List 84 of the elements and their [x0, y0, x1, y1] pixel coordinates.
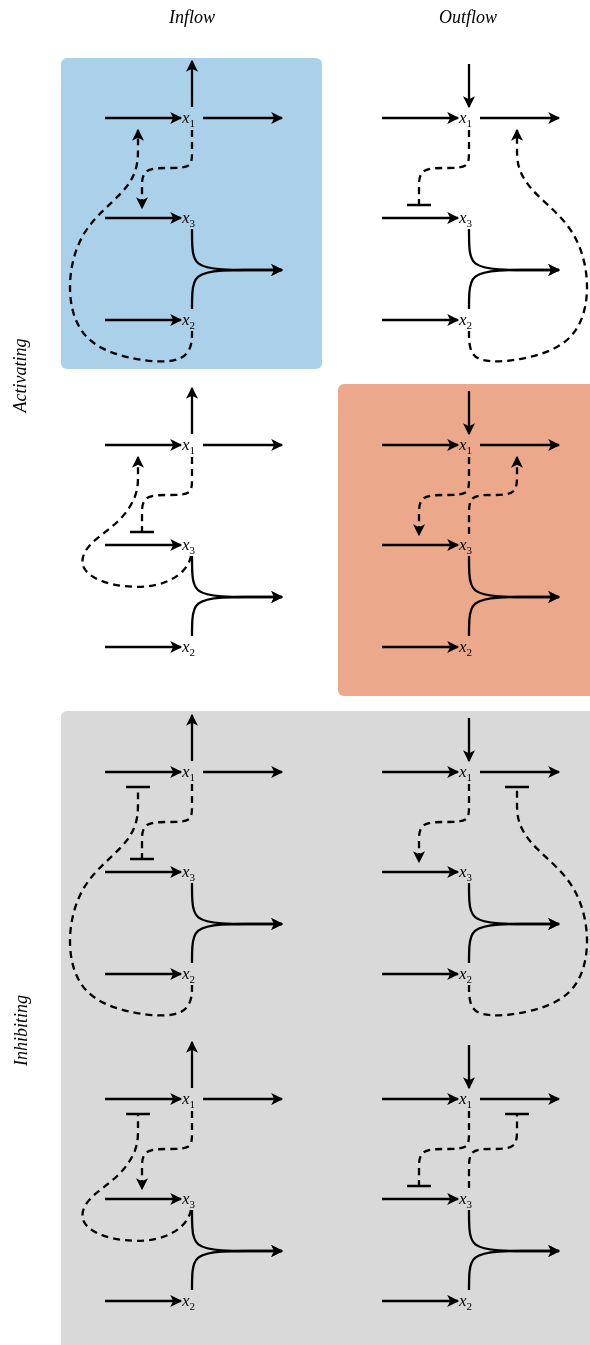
column-heading: Outflow: [439, 6, 497, 28]
flow-arrow: [190, 1245, 284, 1290]
flow-arrow: [190, 591, 284, 636]
flow-arrow: [203, 766, 284, 778]
flow-arrow: [190, 264, 284, 309]
variable-label: x$_{2}$: [182, 963, 206, 985]
flow-arrow: [382, 866, 460, 878]
flow-arrow: [480, 1093, 561, 1105]
flow-arrow: [467, 264, 561, 309]
flow-arrow: [105, 212, 183, 224]
flow-arrow: [203, 112, 284, 124]
variable-label: x$_{2}$: [182, 309, 206, 331]
flow-arrow: [382, 314, 460, 326]
variable-label: x$_{2}$: [459, 309, 483, 331]
flow-arrow: [105, 539, 183, 551]
flow-arrow: [186, 1040, 198, 1088]
row-heading: Activating: [10, 338, 32, 412]
variable-label: x$_{2}$: [182, 636, 206, 658]
flow-arrow: [467, 918, 561, 963]
flow-arrow: [382, 1295, 460, 1307]
variable-label: x$_{1}$: [182, 107, 206, 129]
variable-label: x$_{3}$: [182, 861, 206, 883]
variable-label: x$_{2}$: [459, 963, 483, 985]
variable-label: x$_{3}$: [182, 1188, 206, 1210]
flow-arrow: [463, 718, 475, 763]
regulation-arrow: [413, 784, 471, 864]
variable-label: x$_{3}$: [459, 1188, 483, 1210]
flow-arrow: [105, 641, 183, 653]
regulation-arrow: [413, 457, 471, 537]
regulation-arrow: [467, 455, 523, 534]
flow-arrow: [105, 112, 183, 124]
variable-label: x$_{1}$: [182, 1088, 206, 1110]
flow-arrow: [105, 1093, 183, 1105]
flow-arrow: [186, 713, 198, 761]
flow-arrow: [190, 918, 284, 963]
flow-arrow: [105, 766, 183, 778]
flow-arrow: [203, 439, 284, 451]
variable-label: x$_{3}$: [182, 207, 206, 229]
flow-arrow: [480, 439, 561, 451]
variable-label: x$_{1}$: [459, 1088, 483, 1110]
flow-arrow: [382, 212, 460, 224]
flow-arrow: [105, 439, 183, 451]
flow-arrow: [467, 1245, 561, 1290]
variable-label: x$_{2}$: [459, 636, 483, 658]
flow-arrow: [186, 59, 198, 107]
variable-label: x$_{1}$: [459, 761, 483, 783]
variable-label: x$_{2}$: [182, 1290, 206, 1312]
flow-arrow: [382, 766, 460, 778]
flow-arrow: [467, 591, 561, 636]
variable-label: x$_{2}$: [459, 1290, 483, 1312]
variable-label: x$_{3}$: [459, 861, 483, 883]
flow-arrow: [463, 391, 475, 436]
variable-label: x$_{3}$: [182, 534, 206, 556]
flow-arrow: [105, 1193, 183, 1205]
flow-arrow: [382, 112, 460, 124]
regulation-arrow: [68, 128, 194, 363]
variable-label: x$_{3}$: [459, 534, 483, 556]
flow-arrow: [382, 1193, 460, 1205]
flow-arrow: [382, 1093, 460, 1105]
flow-arrow: [186, 386, 198, 434]
flow-arrow: [105, 314, 183, 326]
flow-arrow: [480, 112, 561, 124]
flow-arrow: [105, 1295, 183, 1307]
row-heading: Inhibiting: [10, 994, 32, 1066]
flow-arrow: [382, 641, 460, 653]
flow-arrow: [382, 539, 460, 551]
regulation-arrow: [467, 128, 589, 363]
flow-arrow: [382, 968, 460, 980]
variable-label: x$_{3}$: [459, 207, 483, 229]
variable-label: x$_{1}$: [459, 434, 483, 456]
flow-arrow: [203, 1093, 284, 1105]
variable-label: x$_{1}$: [182, 761, 206, 783]
flow-arrow: [105, 866, 183, 878]
column-heading: Inflow: [169, 6, 215, 28]
variable-label: x$_{1}$: [182, 434, 206, 456]
regulation-arrow: [136, 130, 194, 210]
flow-arrow: [463, 64, 475, 109]
flow-arrow: [382, 439, 460, 451]
flow-arrow: [480, 766, 561, 778]
regulation-arrow: [81, 455, 193, 588]
flow-arrow: [105, 968, 183, 980]
regulation-arrow: [136, 1111, 194, 1191]
flow-arrow: [463, 1045, 475, 1090]
variable-label: x$_{1}$: [459, 107, 483, 129]
